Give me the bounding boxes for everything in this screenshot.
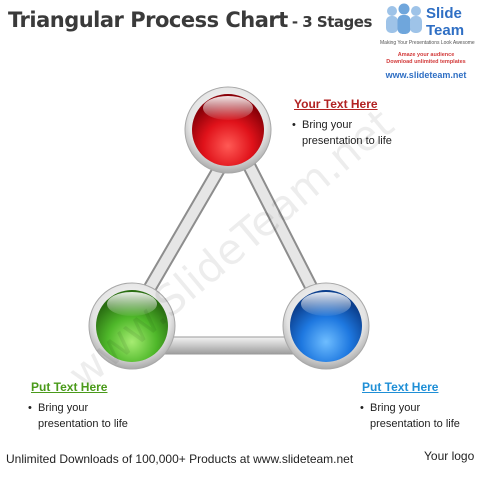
brand-tagline: Making Your Presentations Look Awesome (380, 40, 475, 46)
stage1-bullet: • Bring your presentation to life (292, 117, 392, 149)
brand-name-line2: Team (426, 22, 464, 39)
stage2-bullet: • Bring your presentation to life (28, 400, 128, 432)
brand-url: www.slideteam.net (385, 70, 467, 80)
bullet-dot: • (360, 402, 364, 414)
stage2-bullet-line2: presentation to life (38, 418, 128, 430)
brand-promo-line1: Amaze your audience (397, 52, 455, 58)
stage-node-green (88, 282, 176, 370)
stage3-bullet-line2: presentation to life (370, 418, 460, 430)
bullet-dot: • (292, 119, 296, 131)
brand-people-icon (386, 3, 422, 34)
brand-promo-line2: Download unlimited templates (386, 59, 466, 65)
stage-node-blue (282, 282, 370, 370)
stage-node-red (184, 86, 272, 174)
brand-name-line1: Slide (426, 5, 462, 22)
stage1-bullet-line2: presentation to life (302, 135, 392, 147)
page-subtitle: - 3 Stages (291, 13, 373, 31)
logo-placeholder: Your logo (424, 449, 475, 463)
stage3-heading: Put Text Here (362, 380, 439, 394)
page-title: Triangular Process Chart- 3 Stages (8, 8, 372, 32)
stage3-bullet: • Bring your presentation to life (360, 400, 460, 432)
stage3-bullet-line1: Bring your (370, 402, 421, 414)
stage1-bullet-line1: Bring your (302, 119, 353, 131)
stage1-heading: Your Text Here (294, 97, 378, 111)
bullet-dot: • (28, 402, 32, 414)
footer-text: Unlimited Downloads of 100,000+ Products… (6, 452, 354, 466)
stage2-bullet-line1: Bring your (38, 402, 89, 414)
brand-promo: Amaze your audience Download unlimited t… (378, 52, 474, 66)
stage2-heading: Put Text Here (31, 380, 108, 394)
